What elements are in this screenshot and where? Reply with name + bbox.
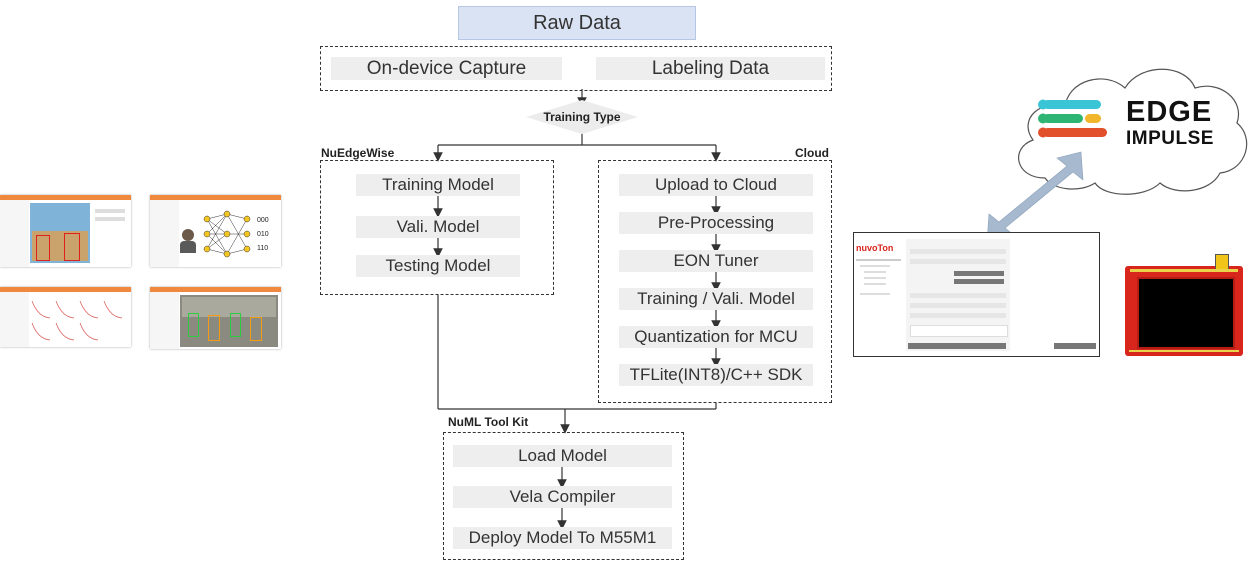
nn-output-row: 110 [257,245,269,252]
nuedgewise-step-label: Vali. Model [396,217,480,236]
nuedgewise-step-label: Training Model [382,175,494,194]
cloud-step-label: Upload to Cloud [655,175,777,194]
neural-network-icon [203,210,251,258]
edge-impulse-logo-icon [1038,99,1107,138]
nuedgewise-step: Training Model [356,174,520,196]
on-device-capture-box: On-device Capture [331,57,562,80]
nuvoton-logo: nuvoTon [856,243,894,253]
raw-data-box: Raw Data [458,6,696,40]
cloud-step-label: Training / Vali. Model [637,289,795,308]
cloud-step: Upload to Cloud [619,174,813,196]
training-charts-thumbnail [0,287,131,347]
neural-network-thumbnail: 000 010 110 [150,195,281,267]
person-icon [182,229,194,241]
edge-impulse-wordmark-2: IMPULSE [1126,128,1214,149]
numl-step: Vela Compiler [453,486,672,508]
nuedgewise-group [320,160,554,295]
cloud-step: Quantization for MCU [619,326,813,348]
nn-output-row: 010 [257,231,269,238]
nuedgewise-step: Testing Model [356,255,520,277]
cloud-step-label: EON Tuner [673,251,759,270]
capture-app-thumbnail [0,195,131,267]
m55m1-board [1125,254,1243,356]
cloud-label: Cloud [795,146,829,160]
raw-data-label: Raw Data [533,11,621,34]
nuedgewise-label: NuEdgeWise [321,146,395,160]
edge-impulse-wordmark-1: EDGE [1126,96,1213,128]
cloud-step-label: TFLite(INT8)/C++ SDK [629,365,803,384]
numl-group [443,432,684,560]
numl-label: NuML Tool Kit [448,415,529,429]
nn-output-row: 000 [257,217,269,224]
nuvoton-app-screenshot: nuvoTon [853,232,1100,357]
labeling-data-box: Labeling Data [596,57,825,80]
numl-step-label: Deploy Model To M55M1 [468,528,657,547]
capture-group [320,46,832,91]
cloud-step: TFLite(INT8)/C++ SDK [619,364,813,386]
cloud-step: Training / Vali. Model [619,288,813,310]
numl-step: Load Model [453,445,672,467]
board-display [1137,277,1235,349]
cloud-step-label: Quantization for MCU [634,327,798,346]
cloud-step: Pre-Processing [619,212,813,234]
cloud-step-label: Pre-Processing [657,213,775,232]
cloud-group [598,160,832,403]
on-device-capture-label: On-device Capture [366,57,527,79]
numl-step-label: Vela Compiler [509,487,616,506]
training-type-label: Training Type [543,110,621,124]
labeling-data-label: Labeling Data [651,57,770,79]
cloud-step: EON Tuner [619,250,813,272]
nuedgewise-step-label: Testing Model [385,256,491,275]
training-type-diamond [526,100,638,134]
nuedgewise-step: Vali. Model [356,216,520,238]
numl-step-label: Load Model [518,446,607,465]
numl-step: Deploy Model To M55M1 [453,527,672,549]
detection-app-thumbnail [150,287,281,349]
